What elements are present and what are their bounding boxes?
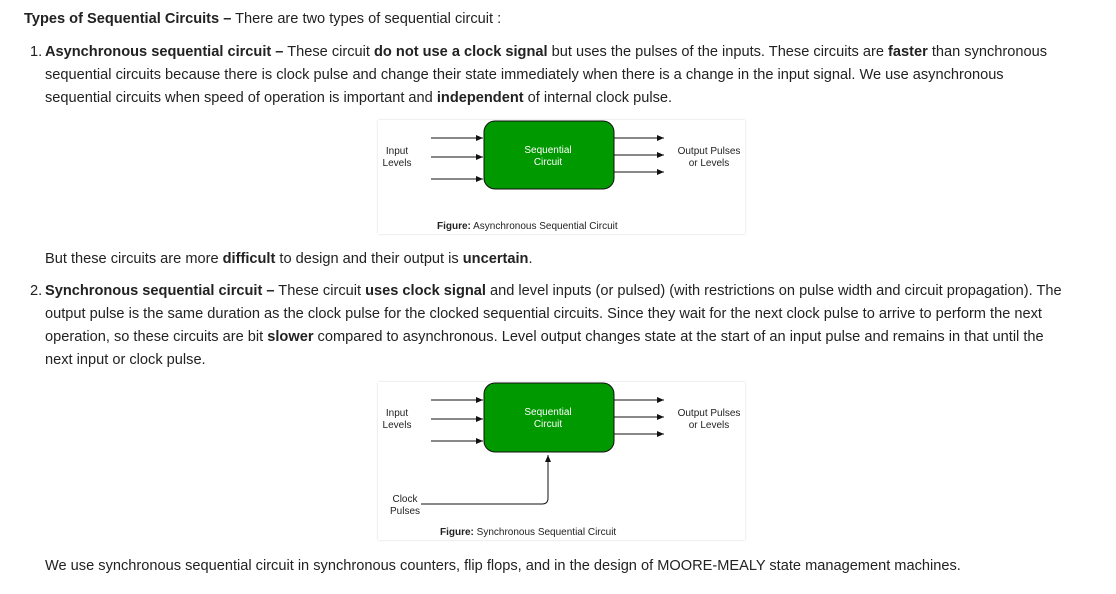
fig1-input-label-2: Levels [383, 158, 412, 169]
fig2-clock-label-1: Clock [392, 494, 418, 505]
item2-bold-1: uses clock signal [365, 283, 486, 299]
item2-text-4: compared to asynchronous. Level output c… [313, 329, 1044, 345]
intro-heading: Types of Sequential Circuits – [24, 11, 232, 27]
intro-text: There are two types of sequential circui… [231, 11, 502, 27]
note1-paragraph: But these circuits are more difficult to… [45, 248, 533, 271]
item1-bold-3: independent [436, 90, 524, 106]
item1-line-2: sequential circuits because there is clo… [45, 67, 1004, 83]
item1-text-4: sequential circuits when speed of operat… [45, 90, 437, 106]
fig2-caption-bold: Figure: [440, 527, 474, 538]
fig2-box-label-2: Circuit [534, 419, 563, 430]
fig1-output-label-2: or Levels [689, 158, 730, 169]
note1-text-1: But these circuits are more [45, 251, 223, 267]
note1-text-2: to design and their output is [275, 251, 463, 267]
list-number-1: 1. [30, 44, 43, 60]
fig2-output-label-2: or Levels [689, 420, 730, 431]
item1-line-3: sequential circuits when speed of operat… [45, 87, 1110, 110]
fig1-input-label-1: Input [386, 146, 408, 157]
item2-text-3: operation, so these circuits are bit [45, 329, 268, 345]
item2-paragraph: Synchronous sequential circuit – These c… [45, 280, 1110, 372]
async-circuit-diagram: Input Levels Sequential Circuit Output P… [383, 120, 741, 232]
item1-paragraph: Asynchronous sequential circuit – These … [45, 41, 1110, 110]
fig1-caption: Figure: Asynchronous Sequential Circuit [437, 221, 618, 232]
item1-bold-2: faster [888, 44, 928, 60]
fig2-output-label-1: Output Pulses [678, 408, 741, 419]
item2-line-1: Synchronous sequential circuit – These c… [45, 280, 1110, 303]
figure-synchronous: Input Levels Sequential Circuit Output P… [378, 382, 745, 540]
item2-line-3: operation, so these circuits are bit slo… [45, 326, 1110, 349]
fig1-output-label-1: Output Pulses [678, 146, 741, 157]
item1-text-1: These circuit [283, 44, 375, 60]
item1-text-3: than synchronous [927, 44, 1048, 60]
sync-circuit-diagram: Input Levels Sequential Circuit Output P… [383, 382, 741, 538]
fig2-clock-label-2: Pulses [390, 506, 420, 517]
item1-text-5: of internal clock pulse. [523, 90, 673, 106]
item2-line-4: next input or clock pulse. [45, 352, 206, 368]
fig1-box-label-2: Circuit [534, 157, 563, 168]
fig2-input-label-1: Input [386, 408, 408, 419]
fig2-caption-text: Synchronous Sequential Circuit [474, 527, 617, 538]
note1-text-3: . [528, 251, 533, 267]
note1-bold-2: uncertain [462, 251, 529, 267]
item1-title: Asynchronous sequential circuit – [45, 44, 284, 60]
fig2-clock-line [421, 455, 551, 505]
intro-paragraph: Types of Sequential Circuits – There are… [24, 8, 501, 31]
list-number-2: 2. [30, 283, 43, 299]
fig1-box-label-1: Sequential [524, 145, 571, 156]
item2-line-2: output pulse is the same duration as the… [45, 306, 1042, 322]
item1-bold-1: do not use a clock signal [374, 44, 548, 60]
fig1-caption-text: Asynchronous Sequential Circuit [471, 221, 618, 232]
item2-bold-2: slower [267, 329, 314, 345]
item2-title: Synchronous sequential circuit – [45, 283, 275, 299]
fig2-caption: Figure: Synchronous Sequential Circuit [440, 527, 616, 538]
item1-line-1: Asynchronous sequential circuit – These … [45, 41, 1110, 64]
item2-text-2: and level inputs (or pulsed) (with restr… [485, 283, 1062, 299]
item2-text-1: These circuit [274, 283, 366, 299]
figure-asynchronous: Input Levels Sequential Circuit Output P… [378, 120, 745, 234]
fig2-input-label-2: Levels [383, 420, 412, 431]
note1-bold-1: difficult [222, 251, 276, 267]
note2-paragraph: We use synchronous sequential circuit in… [45, 558, 961, 574]
fig2-box-label-1: Sequential [524, 407, 571, 418]
fig1-caption-bold: Figure: [437, 221, 471, 232]
item1-text-2: but uses the pulses of the inputs. These… [547, 44, 889, 60]
